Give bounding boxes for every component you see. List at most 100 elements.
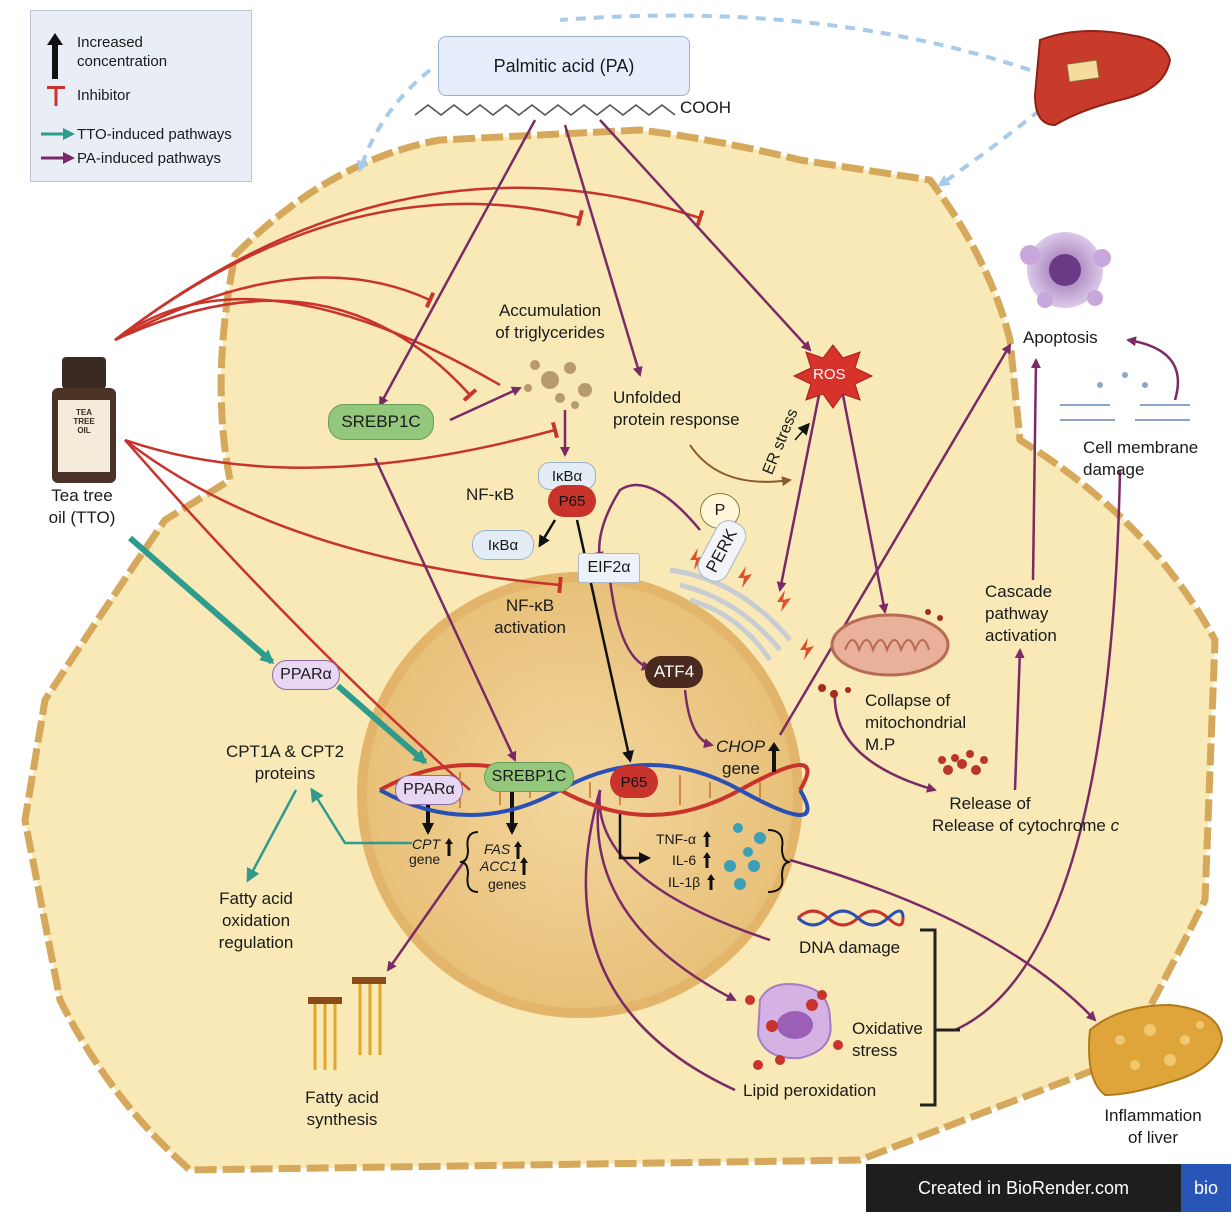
ppara-cytoplasm: PPARα (272, 660, 340, 690)
legend-tto-label: TTO-induced pathways (77, 126, 232, 143)
upr-label: Unfolded protein response (613, 388, 740, 429)
srebp1c-label: SREBP1C (341, 412, 421, 431)
ikba-free-label: IκBα (487, 536, 519, 554)
lipid-peroxidation-label: Lipid peroxidation (743, 1081, 877, 1100)
legend-inhibitor-label: Inhibitor (77, 87, 131, 104)
bottle-text: TEA TREE OIL (73, 408, 95, 435)
legend-pa-label: PA-induced pathways (77, 150, 221, 167)
srebp1c-cytoplasm: SREBP1C (328, 404, 434, 440)
chop-gene-label: gene (722, 759, 760, 778)
genes-label: genes (488, 876, 527, 892)
biorender-footer[interactable]: Created in BioRender.com bio (866, 1164, 1231, 1212)
phosphate-label: P (714, 502, 726, 519)
cpt-proteins-label: CPT1A & CPT2 proteins (225, 742, 345, 783)
cytokines-icon (724, 823, 766, 890)
eif2a-box: EIF2α (578, 553, 640, 583)
palmitic-acid-box: Palmitic acid (PA) (438, 36, 690, 96)
tnf-label: TNF-α (656, 831, 696, 847)
ros-label: ROS (813, 366, 846, 383)
chop-label: CHOP (716, 737, 766, 756)
dna-damage-icon (796, 909, 905, 927)
upr-arrow (689, 444, 792, 487)
il1b-label: IL-1β (668, 874, 701, 890)
lightning-icons (690, 548, 814, 660)
triglyceride-droplets-icon (524, 360, 592, 409)
chop-increase-icon (768, 742, 780, 772)
pa-pathways (373, 119, 1180, 1092)
cytochrome-text: Release of cytochrome (932, 816, 1111, 835)
tto-pathway-arrow-icon (41, 128, 75, 140)
cooh-label: COOH (680, 98, 731, 117)
palmitic-acid-label: Palmitic acid (PA) (493, 55, 635, 76)
er-stress-arrow (794, 422, 810, 441)
cytochrome-label-line1: Release of (949, 794, 1031, 813)
ppara-nucleus-label: PPARα (403, 781, 455, 798)
dna-damage-label: DNA damage (799, 938, 901, 957)
tto-label: Tea tree oil (TTO) (48, 486, 116, 527)
mito-collapse-label: Collapse of mitochondrial M.P (865, 691, 967, 754)
tnf-increase-icon (703, 831, 711, 847)
liver-to-pa-connector (559, 13, 1031, 72)
il6-increase-icon (703, 852, 711, 868)
ros-starburst (792, 344, 874, 409)
cytokine-bracket (767, 829, 791, 893)
ikba-bound-label: IκBα (551, 467, 583, 485)
atf4-label: ATF4 (653, 662, 695, 681)
cpt-increase-icon (445, 838, 453, 856)
tea-tree-oil-bottle-icon (52, 357, 116, 483)
inflammation-label: Inflammation of liver (1104, 1106, 1202, 1147)
apoptotic-cell-icon (1020, 232, 1111, 308)
il6-label: IL-6 (672, 852, 697, 868)
legend: Increased concentration Inhibitor TTO-in… (30, 10, 252, 182)
biorender-tag[interactable]: bio (1181, 1164, 1231, 1212)
fa-synthesis-label: Fatty acid synthesis (305, 1088, 379, 1129)
fa-oxidation-label: Fatty acid oxidation regulation (218, 889, 294, 952)
liver-icon (1033, 30, 1172, 127)
tto-pathways (128, 535, 428, 883)
liver-to-cell-connector (937, 108, 1042, 187)
membrane-damage-icon (1060, 372, 1190, 421)
cytochrome-label: Release of cytochrome c (932, 815, 1119, 837)
ikba-free: IκBα (472, 530, 534, 560)
fatty-acid-synthesis-icon (308, 977, 386, 1070)
inhibitor-icon (47, 86, 65, 106)
membrane-damage-label: Cell membrane damage (1083, 438, 1199, 479)
acc1-label: ACC1 (480, 858, 518, 874)
cascade-label: Cascade pathway activation (985, 582, 1057, 645)
apoptosis-label: Apoptosis (1023, 328, 1098, 347)
triglycerides-label: Accumulation of triglycerides (495, 301, 605, 342)
p65-nucleus-label: P65 (620, 773, 648, 791)
cpt-label: CPT (412, 836, 440, 852)
srebp1c-nucleus-label: SREBP1C (491, 768, 567, 785)
nfkb-activation-label: NF-κB activation (494, 596, 566, 637)
stress-bracket (920, 928, 960, 1107)
endoplasmic-reticulum-icon (669, 567, 792, 662)
p65-nucleus: P65 (610, 766, 658, 798)
cytochrome-c-icon (938, 750, 988, 775)
fas-label: FAS (484, 841, 511, 857)
p65-cytoplasm: P65 (548, 485, 596, 517)
genes-bracket (459, 831, 479, 893)
inflamed-liver-icon (1088, 1003, 1224, 1097)
legend-increased-label: Increased concentration (77, 34, 168, 70)
atf4-box: ATF4 (645, 656, 703, 688)
il1b-increase-icon (707, 874, 715, 890)
ppara-nucleus: PPARα (395, 775, 463, 805)
ppara-cytoplasm-label: PPARα (280, 666, 332, 683)
fas-increase-icon (514, 841, 522, 859)
cpt-gene-label: gene (409, 851, 441, 867)
cascade-arrows (1013, 358, 1041, 791)
tto-inhibition-arcs (114, 186, 705, 791)
biorender-credit[interactable]: Created in BioRender.com (866, 1164, 1181, 1212)
eif2a-label: EIF2α (587, 559, 631, 576)
pa-pathway-arrow-icon (41, 152, 75, 164)
fatty-acid-chain-icon (414, 103, 676, 117)
cytochrome-c-text: c (1110, 816, 1120, 835)
nfkb-label: NF-κB (466, 485, 515, 504)
increase-arrow-icon (47, 33, 63, 79)
oxidative-stress-label: Oxidative stress (852, 1019, 923, 1060)
pa-to-cell-connector (357, 68, 432, 173)
mitochondrion-icon (818, 609, 950, 698)
p65-cytoplasm-label: P65 (558, 492, 586, 510)
acc1-increase-icon (520, 857, 528, 875)
